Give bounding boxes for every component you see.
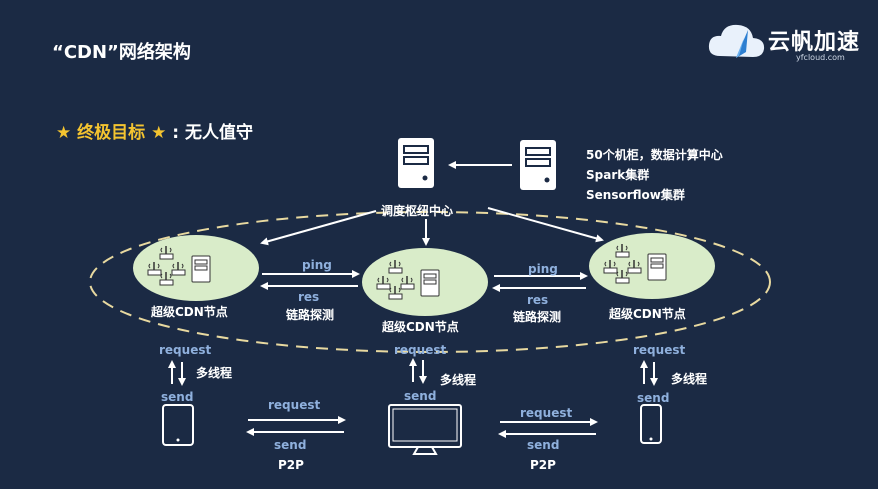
cdn-node-left [133, 235, 259, 301]
request-label-right: request [633, 343, 686, 357]
res-label-left: res [298, 290, 320, 304]
ping-label-right: ping [528, 262, 558, 276]
logo-name: 云帆加速 [768, 30, 861, 55]
datacenter-line-1: 50个机柜，数据计算中心 [586, 148, 723, 162]
request-label-left: request [159, 343, 212, 357]
p2p-label-left: P2P [278, 458, 304, 472]
send-label-right: send [637, 391, 670, 405]
send-label-middle: send [404, 389, 437, 403]
goal-line: ★ 终极目标 ★ : 无人值守 [56, 118, 253, 143]
vertical-arrows-right [640, 360, 658, 386]
monitor-icon [388, 404, 462, 455]
goal-value: 无人值守 [185, 123, 253, 143]
goal-label: 终极目标 [77, 123, 146, 143]
cdn-node-middle [362, 248, 488, 316]
page-title: “CDN”网络架构 [52, 42, 191, 63]
p2p-request-label-right: request [520, 406, 573, 420]
datacenter-line-2: Spark集群 [586, 168, 650, 182]
multithread-label-right: 多线程 [671, 372, 708, 386]
vertical-arrows-middle [409, 358, 427, 384]
logo-domain: yfcloud.com [796, 53, 845, 62]
cdn-node-label-right: 超级CDN节点 [609, 307, 686, 321]
cdn-network-boundary [89, 211, 771, 353]
multithread-label-left: 多线程 [196, 366, 233, 380]
scheduler-server-icon [397, 137, 435, 189]
tablet-icon [162, 404, 194, 446]
cdn-node-label-middle: 超级CDN节点 [382, 320, 459, 334]
p2p-send-label-right: send [527, 438, 560, 452]
star-icon: ★ [151, 123, 167, 143]
res-label-right: res [527, 293, 549, 307]
send-label-left: send [161, 390, 194, 404]
request-label-middle: request [394, 343, 447, 357]
cdn-node-label-left: 超级CDN节点 [151, 305, 228, 319]
multithread-label-middle: 多线程 [440, 373, 477, 387]
cdn-node-right [589, 233, 715, 299]
star-icon: ★ [56, 123, 72, 143]
datacenter-server-icon [519, 139, 557, 191]
logo-cloud-icon [708, 24, 765, 58]
probe-label-right: 链路探测 [513, 310, 562, 324]
p2p-label-right: P2P [530, 458, 556, 472]
vertical-arrows-left [168, 360, 186, 386]
scheduler-label: 调度枢纽中心 [381, 204, 454, 218]
scheduler-arrow-left [260, 210, 377, 246]
scheduler-arrow-right [487, 207, 604, 243]
goal-colon: : [172, 123, 180, 143]
probe-label-left: 链路探测 [286, 308, 335, 322]
p2p-send-label-left: send [274, 438, 307, 452]
phone-icon [640, 404, 662, 444]
ping-label-left: ping [302, 258, 332, 272]
p2p-request-label-left: request [268, 398, 321, 412]
datacenter-line-3: Sensorflow集群 [586, 188, 685, 202]
